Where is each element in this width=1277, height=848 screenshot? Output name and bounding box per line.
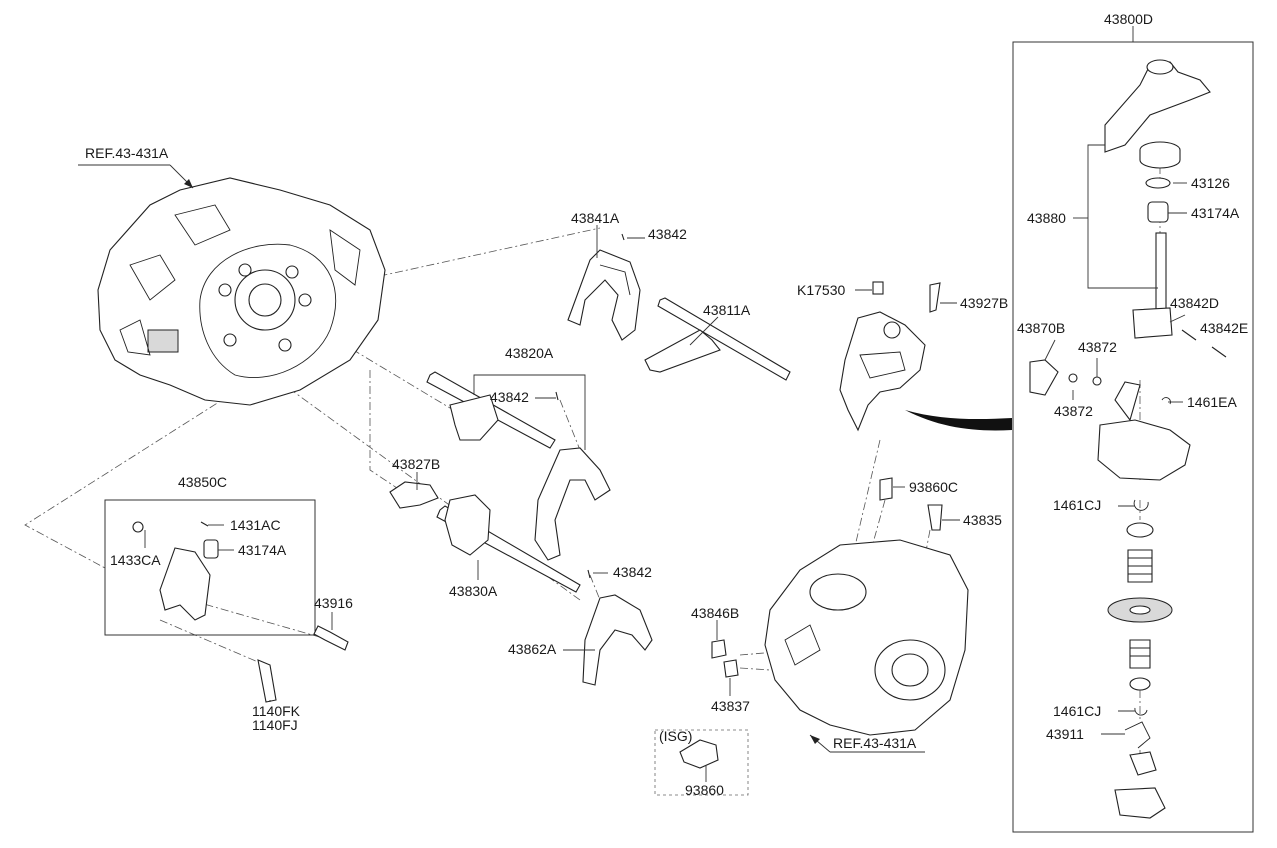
label-isg[interactable]: (ISG): [659, 728, 692, 744]
label-43846B[interactable]: 43846B: [691, 605, 739, 621]
label-43842-c[interactable]: 43842: [613, 564, 652, 580]
label-43862A[interactable]: 43862A: [508, 641, 557, 657]
label-1140FJ[interactable]: 1140FJ: [252, 717, 298, 733]
shift-lever-assembly: [839, 281, 926, 432]
transmission-housing-left: [97, 177, 386, 406]
bolts: [257, 282, 943, 703]
ref-label-top[interactable]: REF.43-431A: [85, 145, 169, 161]
box-43800D: [1012, 26, 1254, 833]
label-1431AC[interactable]: 1431AC: [230, 517, 281, 533]
label-43841A[interactable]: 43841A: [571, 210, 620, 226]
ref-callout-top: REF.43-431A: [78, 145, 194, 189]
label-43835[interactable]: 43835: [963, 512, 1002, 528]
label-43842E[interactable]: 43842E: [1200, 320, 1248, 336]
label-43830A[interactable]: 43830A: [449, 583, 498, 599]
label-1461CJ-a[interactable]: 1461CJ: [1053, 497, 1101, 513]
leader-lines: [144, 144, 1187, 782]
label-43916[interactable]: 43916: [314, 595, 353, 611]
roll-pins: [200, 233, 625, 579]
label-43870B[interactable]: 43870B: [1017, 320, 1065, 336]
shift-rail-43830A: [436, 494, 581, 593]
assembly-connector-swoosh: [905, 410, 1012, 431]
small-pins-right: [1161, 329, 1227, 405]
label-43850C[interactable]: 43850C: [178, 474, 227, 490]
ref-label-bottom[interactable]: REF.43-431A: [833, 735, 917, 751]
label-1433CA[interactable]: 1433CA: [110, 552, 161, 568]
label-43827B[interactable]: 43827B: [392, 456, 440, 472]
label-1461EA[interactable]: 1461EA: [1187, 394, 1237, 410]
transmission-case-right: [764, 539, 969, 736]
shift-lug-43827B: [389, 481, 439, 509]
label-43126[interactable]: 43126: [1191, 175, 1230, 191]
label-43837[interactable]: 43837: [711, 698, 750, 714]
label-43842-a[interactable]: 43842: [648, 226, 687, 242]
label-43174A-b[interactable]: 43174A: [1191, 205, 1240, 221]
label-43872-a[interactable]: 43872: [1078, 339, 1117, 355]
shift-rail-43820A: [426, 371, 611, 561]
label-43911[interactable]: 43911: [1046, 726, 1084, 742]
label-1461CJ-b[interactable]: 1461CJ: [1053, 703, 1101, 719]
label-93860[interactable]: 93860: [685, 782, 724, 798]
label-43842D[interactable]: 43842D: [1170, 295, 1219, 311]
label-1140FK[interactable]: 1140FK: [252, 703, 301, 719]
label-43174A-a[interactable]: 43174A: [238, 542, 287, 558]
label-43880[interactable]: 43880: [1027, 210, 1066, 226]
label-K17530[interactable]: K17530: [797, 282, 845, 298]
label-43842-b[interactable]: 43842: [490, 389, 529, 405]
label-43800D[interactable]: 43800D: [1104, 11, 1153, 27]
shift-fork-43862A: [582, 594, 653, 686]
shift-rail-43811A: [644, 297, 791, 381]
ref-callout-bottom: REF.43-431A: [809, 734, 925, 753]
shift-fork-43841A: [567, 249, 641, 341]
label-43872-b[interactable]: 43872: [1054, 403, 1093, 419]
sensor-93860: [679, 739, 719, 769]
label-43927B[interactable]: 43927B: [960, 295, 1008, 311]
label-43820A[interactable]: 43820A: [505, 345, 554, 361]
label-43811A[interactable]: 43811A: [703, 302, 751, 318]
label-93860C[interactable]: 93860C: [909, 479, 958, 495]
part-labels: 43800D 43841A 43842 43811A 43820A 43842 …: [110, 11, 1248, 798]
box-43850C: [104, 499, 316, 636]
